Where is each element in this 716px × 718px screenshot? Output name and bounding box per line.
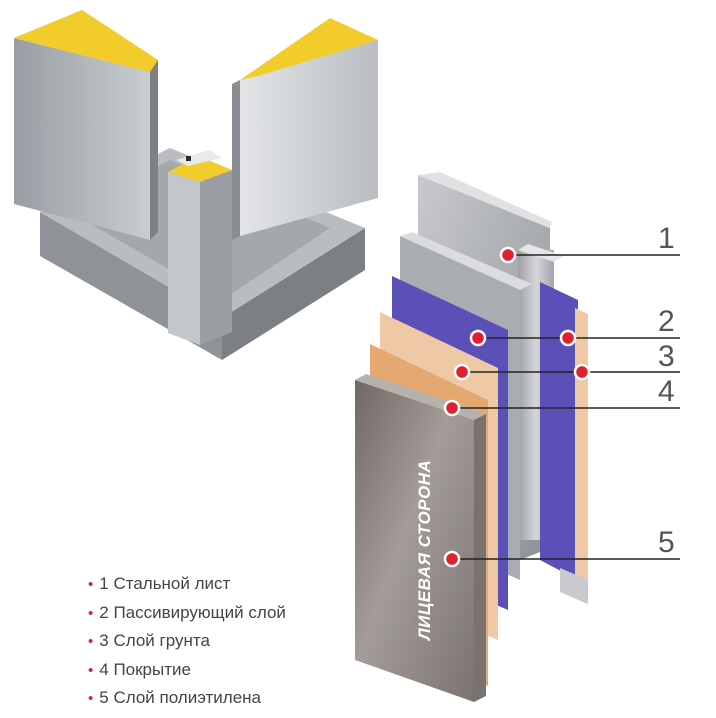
corner-joint-illustration	[14, 10, 378, 360]
legend-item: • 1 Стальной лист	[88, 570, 286, 599]
polyethylene-face	[355, 380, 474, 702]
callout-number-3: 3	[658, 340, 675, 373]
bullet-dot-icon: •	[88, 633, 94, 650]
legend-item: • 5 Слой полиэтилена	[88, 684, 286, 713]
bullet-dot-icon: •	[88, 661, 94, 679]
legend-item-label: 2 Пассивирующий слой	[99, 602, 286, 622]
callout-number-2: 2	[658, 305, 675, 338]
marker-4	[443, 399, 461, 417]
marker-3-back	[573, 363, 591, 381]
callout-number-5: 5	[658, 526, 675, 559]
passivating-layer-back	[540, 282, 578, 580]
marker-1	[499, 246, 517, 264]
marker-3-front	[453, 363, 471, 381]
legend-item-label: 5 Слой полиэтилена	[99, 688, 262, 707]
legend-item: • 2 Пассивирующий слой	[88, 599, 286, 628]
callout-number-1: 1	[658, 222, 675, 255]
bullet-dot-icon: •	[88, 604, 94, 622]
legend-item-label: 1 Стальной лист	[99, 574, 231, 593]
bullet-dot-icon: •	[88, 690, 94, 707]
legend-item-label: 4 Покрытие	[99, 659, 191, 679]
layer-legend: • 1 Стальной лист • 2 Пассивирующий слой •…	[88, 570, 286, 713]
legend-item-label: 3 Слой грунта	[99, 631, 210, 650]
callout-numbers: 1 2 3 4 5	[658, 222, 675, 559]
layer-stack: ЛИЦЕВАЯ СТОРОНА	[355, 172, 588, 702]
face-side-label: ЛИЦЕВАЯ СТОРОНА	[415, 460, 434, 642]
marker-2-back	[559, 329, 577, 347]
legend-item: • 4 Покрытие	[88, 656, 286, 685]
marker-5	[443, 550, 461, 568]
bullet-dot-icon: •	[88, 576, 94, 593]
callout-number-4: 4	[658, 375, 675, 408]
legend-item: • 3 Слой грунта	[88, 627, 286, 656]
primer-layer-back	[575, 308, 588, 604]
callout-leaders	[452, 254, 680, 560]
marker-2-front	[469, 329, 487, 347]
callout-markers	[443, 246, 591, 568]
